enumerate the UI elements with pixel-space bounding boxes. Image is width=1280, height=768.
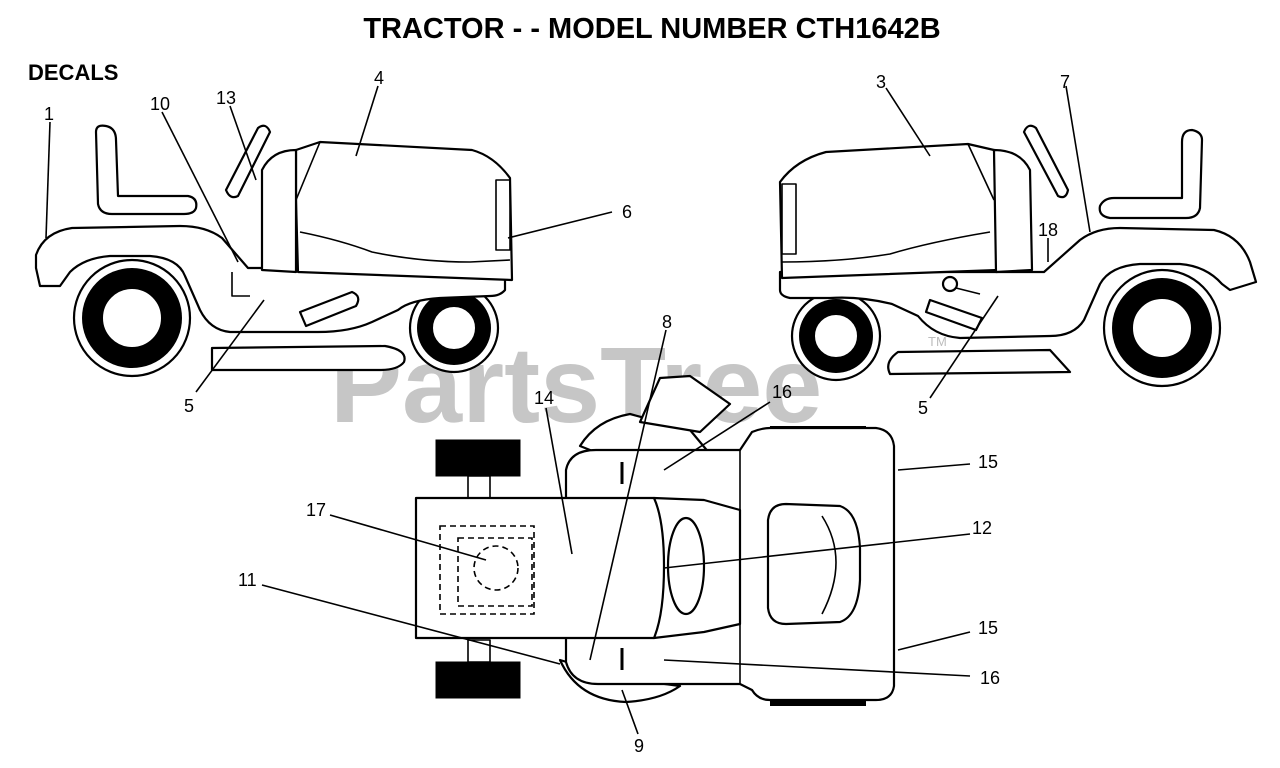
callout-1: 1 <box>44 104 54 124</box>
callout-9: 9 <box>634 736 644 756</box>
tractor-left-side-view <box>34 124 514 378</box>
callout-18: 18 <box>1038 220 1058 240</box>
leader-lines <box>45 85 1091 735</box>
callout-7: 7 <box>1060 72 1070 92</box>
page-title: TRACTOR - - MODEL NUMBER CTH1642B <box>363 13 940 45</box>
callout-15-top: 15 <box>978 452 998 472</box>
section-label-decals: DECALS <box>28 60 118 85</box>
tractor-top-view <box>414 374 896 706</box>
callout-5-right: 5 <box>918 398 928 418</box>
callout-5-left: 5 <box>184 396 194 416</box>
callout-10: 10 <box>150 94 170 114</box>
callout-8: 8 <box>662 312 672 332</box>
watermark-tm: TM <box>928 334 947 349</box>
callout-13: 13 <box>216 88 236 108</box>
callout-17: 17 <box>306 500 326 520</box>
callout-16-top: 16 <box>772 382 792 402</box>
callout-14: 14 <box>534 388 554 408</box>
callout-4: 4 <box>374 68 384 88</box>
tractor-right-side-view <box>778 124 1258 388</box>
callout-15-bottom: 15 <box>978 618 998 638</box>
callout-12: 12 <box>972 518 992 538</box>
callout-16-bottom: 16 <box>980 668 1000 688</box>
callout-11: 11 <box>238 570 257 590</box>
callout-6: 6 <box>622 202 632 222</box>
watermark: PartsTree <box>330 324 822 445</box>
callout-numbers: 1 10 13 4 6 5 3 7 18 5 8 14 16 15 17 12 … <box>44 68 1070 756</box>
callout-3: 3 <box>876 72 886 92</box>
